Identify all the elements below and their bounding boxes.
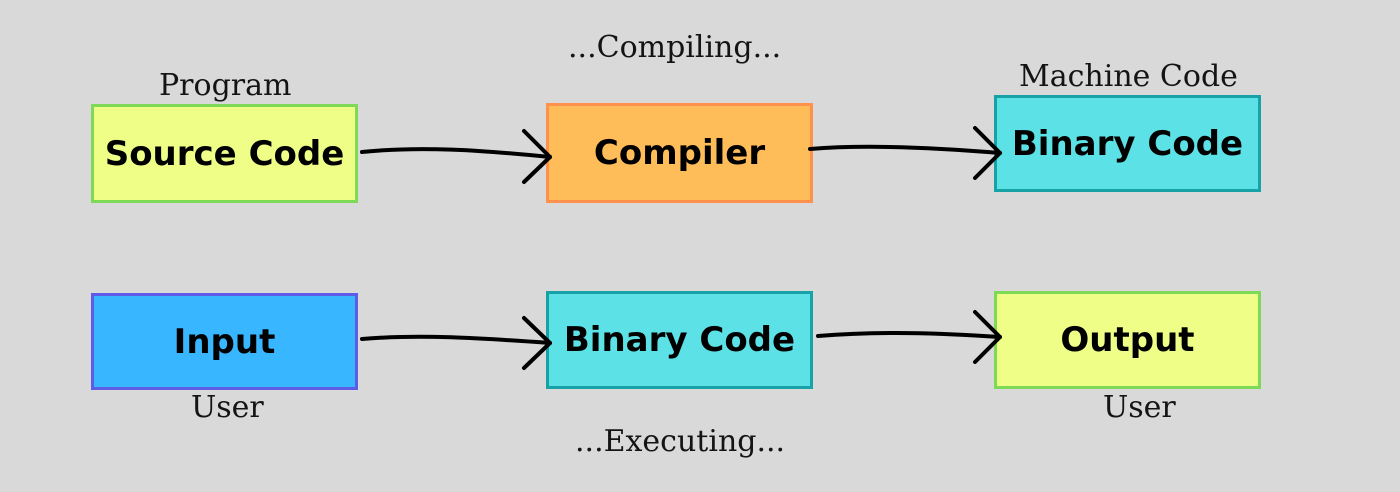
program-caption: Program [159,68,292,103]
executing-binary-code-box: Binary Code [546,291,813,389]
output-user-caption: User [1103,390,1176,425]
machine-binary-code-box: Binary Code [994,95,1261,192]
arrow-compiler-to-binary [808,126,1002,180]
compiler-box: Compiler [546,103,813,203]
executing-caption: ...Executing... [575,424,786,459]
input-box: Input [91,293,358,390]
arrow-input-to-binary [360,316,552,370]
input-user-caption: User [191,390,264,425]
arrow-binary-to-output [816,310,1002,364]
source-code-box: Source Code [91,104,358,203]
arrow-source-to-compiler [360,129,552,184]
compiling-caption: ...Compiling... [568,30,782,65]
machine-code-caption: Machine Code [1019,59,1238,94]
output-box: Output [994,291,1261,389]
